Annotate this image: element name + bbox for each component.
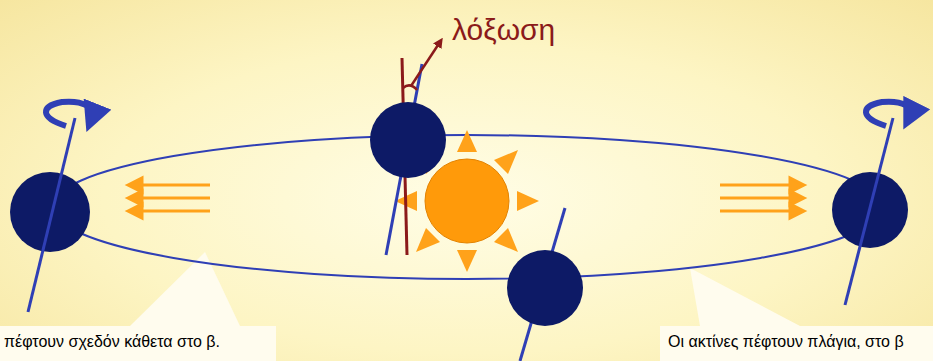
earth-symbol	[507, 208, 583, 361]
earth-symbol	[370, 42, 446, 255]
callout-pointer	[690, 268, 800, 326]
ray-arrows	[128, 178, 210, 218]
obliquity-label: λόξωση	[452, 12, 555, 48]
earth-symbol	[10, 102, 93, 312]
callout-box: πέφτουν σχεδόν κάθετα στο β.	[0, 326, 276, 361]
callout-text: Οι ακτίνες πέφτουν πλάγια, στο β	[668, 332, 904, 352]
earth-symbol	[832, 102, 911, 305]
orbit-ellipse	[52, 135, 882, 279]
ray-arrows	[720, 178, 804, 218]
callout-pointer	[130, 252, 240, 326]
callout-text: πέφτουν σχεδόν κάθετα στο β.	[4, 332, 220, 352]
callout-box: Οι ακτίνες πέφτουν πλάγια, στο β	[660, 326, 933, 361]
